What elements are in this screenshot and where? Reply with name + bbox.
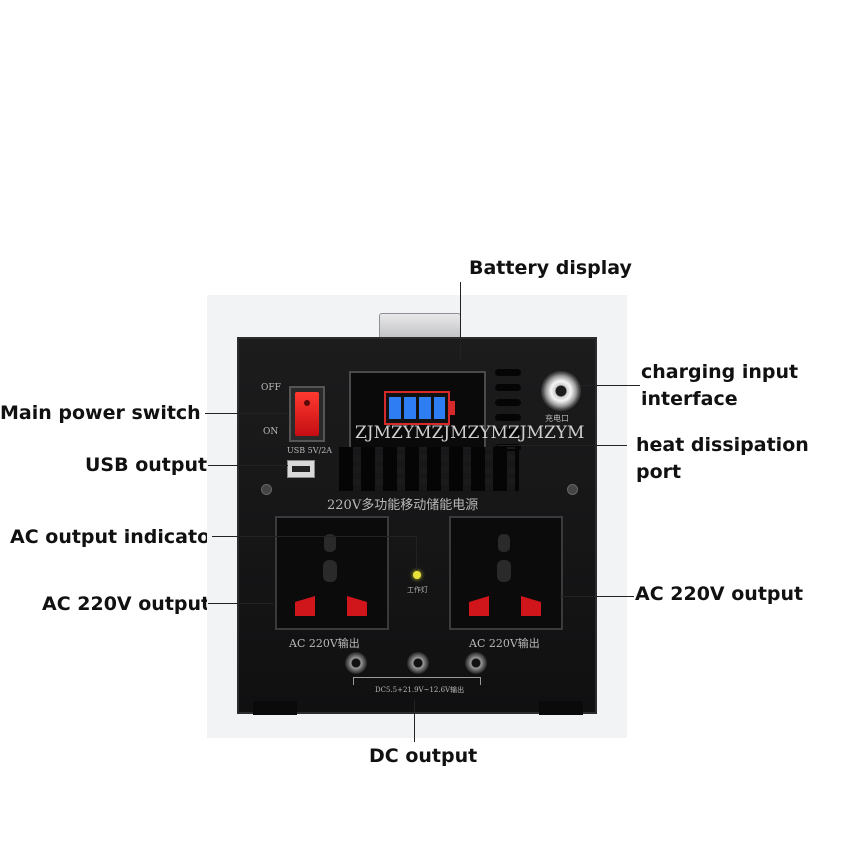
device-foot [253, 701, 297, 715]
dc-output-jack[interactable] [345, 652, 367, 674]
switch-rocker[interactable] [295, 392, 319, 436]
heat-dissipation-grid [339, 447, 519, 491]
ac-output-indicator-light [413, 571, 421, 579]
dc-output-label: DC5.5+21.9V~12.6V输出 [375, 686, 465, 694]
earth-pin-slot [324, 534, 336, 552]
leader-dc-output [414, 700, 415, 742]
device-foot [539, 701, 583, 715]
usb-port-label: USB 5V/2A [287, 446, 333, 455]
dc-output-jack[interactable] [407, 652, 429, 674]
leader-battery-display [460, 282, 461, 362]
battery-display-callout: Battery display [469, 257, 632, 279]
screw [567, 484, 578, 495]
charging-input-callout-line1: charging input [641, 361, 799, 383]
leader-ac-output-indicator-drop [416, 536, 417, 570]
ac-socket-left-label: AC 220V输出 [289, 637, 360, 650]
power-station-body: ZJMZYMZJMZYMZJMZYM OFF ON USB 5V/2A 充电口 … [237, 337, 597, 715]
main-power-switch[interactable] [289, 386, 325, 442]
leader-heat-dissipation [497, 445, 627, 446]
screw [261, 484, 272, 495]
battery-segment [404, 397, 416, 419]
center-pin-slot [497, 560, 511, 582]
product-name: 220V多功能移动储能电源 [327, 498, 479, 513]
leader-ac-output-indicator [212, 536, 416, 537]
leader-ac-220v-right [560, 596, 634, 597]
battery-terminal [450, 401, 455, 415]
ac-socket-left[interactable] [275, 516, 389, 630]
watermark-text: ZJMZYMZJMZYMZJMZYM [355, 423, 585, 443]
usb-output-callout: USB output [85, 454, 208, 476]
usb-port-slot [292, 466, 310, 472]
ac-output-indicator-callout: AC output indicator [10, 526, 220, 548]
ac-220v-output-left-callout: AC 220V output [42, 593, 211, 615]
dc-output-jack[interactable] [465, 652, 487, 674]
earth-pin-slot [498, 534, 510, 552]
battery-segment [434, 397, 445, 419]
socket-pin [521, 596, 541, 616]
charging-input-callout-line2: interface [641, 388, 738, 410]
ac-socket-right-label: AC 220V输出 [469, 637, 540, 650]
socket-pin [469, 596, 489, 616]
ac-socket-right[interactable] [449, 516, 563, 630]
heat-dissipation-callout-line2: port [636, 461, 682, 483]
charging-input-port[interactable] [541, 371, 581, 411]
center-pin-slot [323, 560, 337, 582]
battery-segment [419, 397, 431, 419]
battery-segment [389, 397, 401, 419]
main-power-switch-callout: Main power switch [0, 402, 201, 424]
leader-ac-220v-left [208, 603, 274, 604]
charging-input-callout: charging input interface [641, 359, 798, 413]
leader-main-power-switch [205, 413, 287, 414]
switch-rocker-mark [304, 400, 310, 406]
switch-on-label: ON [263, 427, 279, 437]
indicator-label: 工作灯 [407, 586, 428, 594]
usb-port[interactable] [287, 460, 315, 478]
heat-dissipation-callout: heat dissipation port [636, 432, 809, 486]
switch-off-label: OFF [261, 383, 281, 393]
socket-pin [295, 596, 315, 616]
leader-usb-output [208, 465, 288, 466]
socket-pin [347, 596, 367, 616]
battery-icon [384, 391, 450, 425]
charging-port-label: 充电口 [545, 414, 569, 423]
heat-dissipation-callout-line1: heat dissipation [636, 434, 809, 456]
ac-220v-output-right-callout: AC 220V output [635, 583, 804, 605]
dc-label-bracket [353, 677, 481, 685]
dc-output-callout: DC output [369, 745, 478, 767]
leader-charging-input [580, 385, 640, 386]
